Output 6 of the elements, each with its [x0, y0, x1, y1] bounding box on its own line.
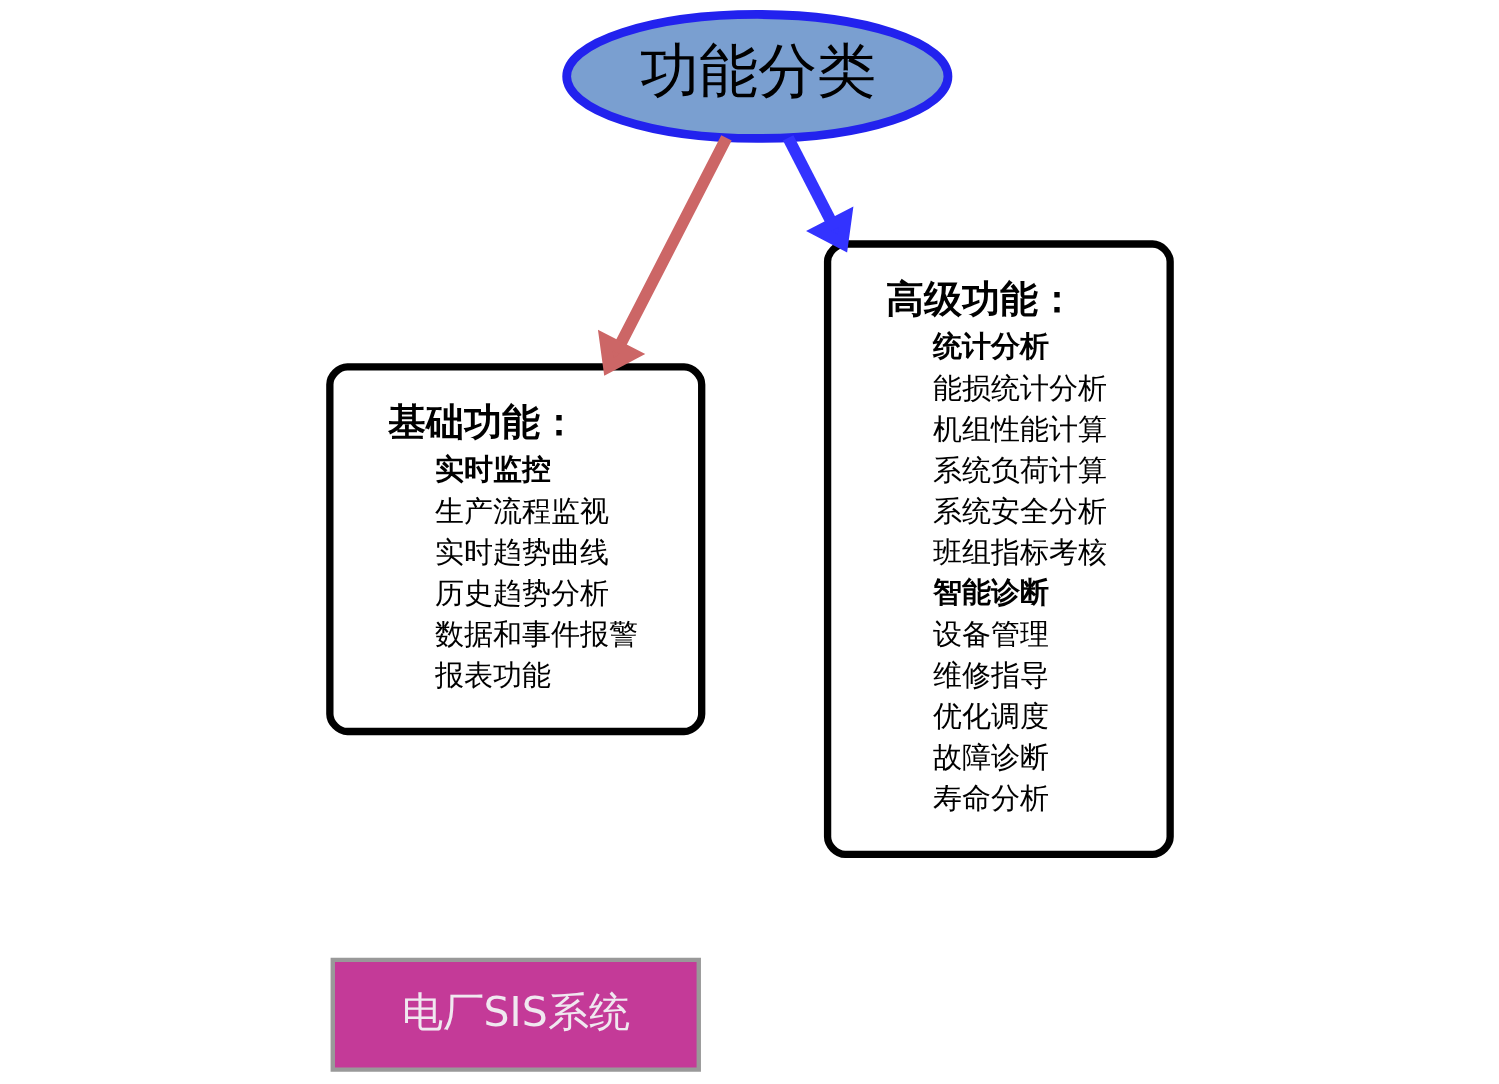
node-box: 基础功能： 实时监控 生产流程监视 实时趋势曲线 历史趋势分析 数据和事件报警 报表功能 — [325, 363, 705, 736]
arrow — [597, 135, 732, 376]
arrow — [782, 135, 853, 253]
node-box: 高级功能： 统计分析 能损统计分析 机组性能计算 系统负荷计算 系统安全分析 班组指标考核 智能诊断 设备管理 维修指导 优化调度 故障诊断 寿命分析 — [823, 240, 1174, 859]
node-box: 电厂SIS系统 — [330, 957, 701, 1072]
node-ellipse: 功能分类 — [561, 10, 952, 143]
